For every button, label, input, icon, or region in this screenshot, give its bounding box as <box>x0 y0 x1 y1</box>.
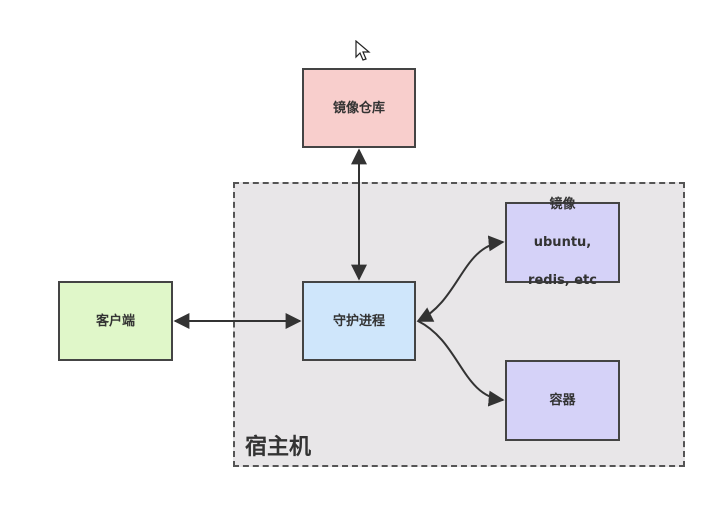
container-node[interactable]: 容器 <box>505 360 620 441</box>
image-node-title: 镜像 <box>549 197 576 212</box>
image-node-line2: redis, etc <box>528 273 597 288</box>
host-machine-label: 宿主机 <box>245 435 312 460</box>
image-registry-node[interactable]: 镜像仓库 <box>302 68 416 148</box>
daemon-node[interactable]: 守护进程 <box>302 281 416 361</box>
image-node[interactable]: 镜像 ubuntu, redis, etc <box>505 197 620 288</box>
image-node-line1: ubuntu, <box>533 235 592 250</box>
edge-daemon-image <box>416 235 505 322</box>
edge-daemon-container <box>417 320 505 407</box>
client-node[interactable]: 客户端 <box>58 281 173 361</box>
mouse-cursor-icon <box>355 40 371 61</box>
